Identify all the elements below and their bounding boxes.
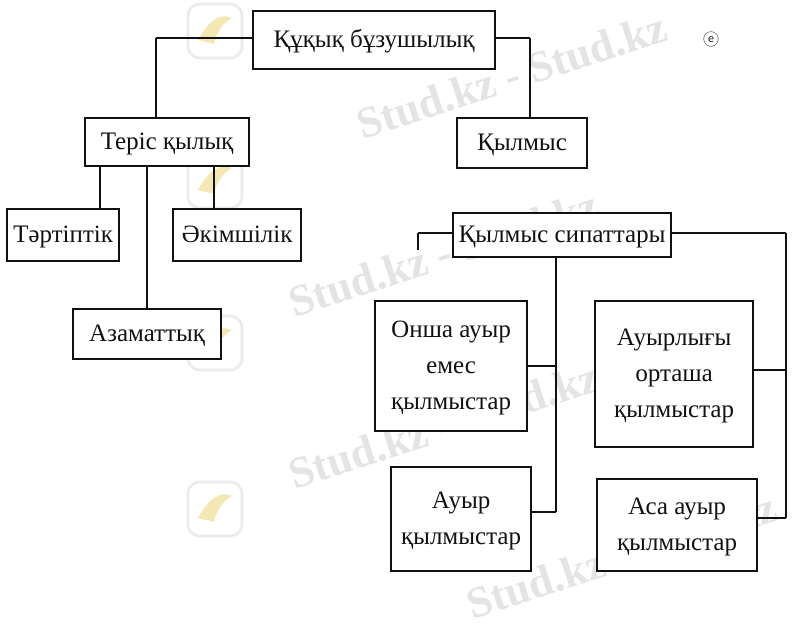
node-auyr: Ауыр қылмыстар (390, 466, 532, 572)
corner-mark: ⓔ (703, 32, 720, 49)
node-auyrlygy-ortasha: Ауырлығы орташа қылмыстар (594, 300, 754, 448)
node-kylmys: Қылмыс (456, 117, 588, 169)
node-akimshilik: Әкімшілік (172, 208, 302, 262)
node-kylmys-sipattary: Қылмыс сипаттары (452, 212, 672, 258)
diagram-canvas: Stud.kz - Stud.kz Stud.kz - Stud.kz Stud… (6, 2, 787, 629)
node-root: Құқық бұзушылық (252, 10, 496, 70)
node-asa-auyr: Аса ауыр қылмыстар (596, 478, 758, 572)
node-azamattyk: Азаматтық (72, 308, 222, 360)
node-teris-kylyk: Теріс қылық (84, 117, 250, 167)
node-onsha-auyr-emes: Онша ауыр емес қылмыстар (374, 300, 528, 432)
node-tartiptik: Тәртіптік (6, 208, 120, 262)
connector-lines (99, 37, 787, 519)
